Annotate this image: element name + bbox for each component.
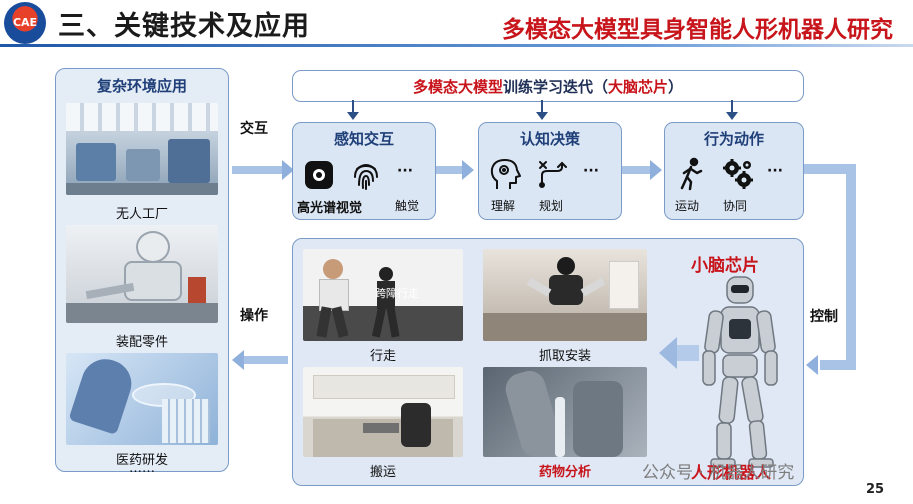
grasp-caption: 抓取安装 xyxy=(538,349,591,364)
camera-lens-icon xyxy=(305,161,333,189)
perception-more: ··· xyxy=(397,163,413,179)
action-caption-move: 运动 xyxy=(675,199,700,213)
cognition-to-action-arrow xyxy=(650,160,662,180)
brain-head-icon xyxy=(490,159,521,189)
gears-icon xyxy=(723,159,753,189)
cognition-box: 认知决策 ··· 理解 规划 xyxy=(478,122,622,220)
operate-label: 操作 xyxy=(240,308,268,324)
control-label: 控制 xyxy=(810,309,838,325)
model-training-bar: 多模态大模型训练学习迭代（大脑芯片） xyxy=(292,70,804,102)
walking-photo: 跨障行走 xyxy=(303,249,463,341)
perception-box: 感知交互 ··· 高光谱视觉 触觉 xyxy=(292,122,436,220)
interact-arrow-head xyxy=(282,160,294,180)
application-panel: 复杂环境应用 无人工厂 装配零件 医药研发 …… xyxy=(55,68,229,476)
logo-text: CAE xyxy=(12,16,38,29)
model-title-mid: 训练学习迭代（ xyxy=(502,78,608,96)
interact-arrow-shaft xyxy=(232,166,284,174)
action-more: ··· xyxy=(767,163,783,179)
perception-caption-vision: 高光谱视觉 xyxy=(297,201,363,216)
action-title: 行为动作 xyxy=(703,130,764,148)
watermark: 公众号 · 机器人研究 xyxy=(642,463,795,483)
slide-subtitle: 多模态大模型具身智能人形机器人研究 xyxy=(502,17,893,43)
carry-caption: 搬运 xyxy=(369,465,396,480)
factory-photo xyxy=(66,103,218,195)
robot-label: 人形机器人 xyxy=(691,463,772,482)
cerebellum-panel: 跨障行走 行走 抓取安装 搬运 药物分析 小脑芯片 xyxy=(292,238,804,486)
header-divider xyxy=(0,44,913,47)
perception-title: 感知交互 xyxy=(333,130,394,148)
model-title-bold: 大脑芯片 xyxy=(608,78,669,96)
perception-caption-touch: 触觉 xyxy=(395,199,420,213)
cerebellum-title: 小脑芯片 xyxy=(691,256,759,276)
down-arrow-1 xyxy=(352,100,354,116)
operate-arrow-head xyxy=(232,350,244,370)
control-arrow-head xyxy=(806,355,818,375)
down-arrow-2 xyxy=(541,100,543,116)
application-panel-title: 复杂环境应用 xyxy=(96,77,187,95)
model-title-end: ） xyxy=(668,78,684,96)
carry-photo xyxy=(303,367,463,457)
assembly-photo xyxy=(66,225,218,323)
cognition-caption-plan: 规划 xyxy=(539,199,564,213)
down-arrow-3 xyxy=(731,100,733,116)
interact-label: 交互 xyxy=(240,121,268,137)
control-arrow-bottom xyxy=(820,360,856,370)
cognition-caption-understand: 理解 xyxy=(491,199,516,213)
walking-overlay-text: 跨障行走 xyxy=(375,287,419,300)
model-title-red: 多模态大模型 xyxy=(412,78,503,96)
humanoid-robot xyxy=(702,276,778,468)
factory-caption: 无人工厂 xyxy=(115,207,168,222)
page-number: 25 xyxy=(866,482,885,497)
logo: CAE xyxy=(4,2,46,44)
action-caption-cooperate: 协同 xyxy=(723,199,748,213)
pharma-photo xyxy=(66,353,218,445)
control-arrow-top xyxy=(804,164,856,174)
pharma-caption: 医药研发 xyxy=(115,453,168,468)
drug-photo xyxy=(483,367,647,457)
assembly-caption: 装配零件 xyxy=(115,335,168,350)
walking-caption: 行走 xyxy=(369,349,396,364)
control-arrow-vertical xyxy=(846,164,856,370)
drug-caption: 药物分析 xyxy=(538,465,591,480)
running-person-icon xyxy=(680,157,703,191)
grasp-photo xyxy=(483,249,647,341)
cognition-more: ··· xyxy=(583,163,599,179)
perception-to-cognition-arrow xyxy=(462,160,474,180)
more-ellipsis: …… xyxy=(129,461,155,476)
route-plan-icon xyxy=(539,161,567,188)
cognition-title: 认知决策 xyxy=(519,130,580,148)
cerebellum-inner-arrow xyxy=(659,337,677,369)
fingerprint-icon xyxy=(354,164,378,190)
slide-title: 三、关键技术及应用 xyxy=(58,11,310,42)
operate-arrow-shaft xyxy=(244,356,288,364)
action-box: 行为动作 ··· 运动 协同 xyxy=(664,122,804,220)
